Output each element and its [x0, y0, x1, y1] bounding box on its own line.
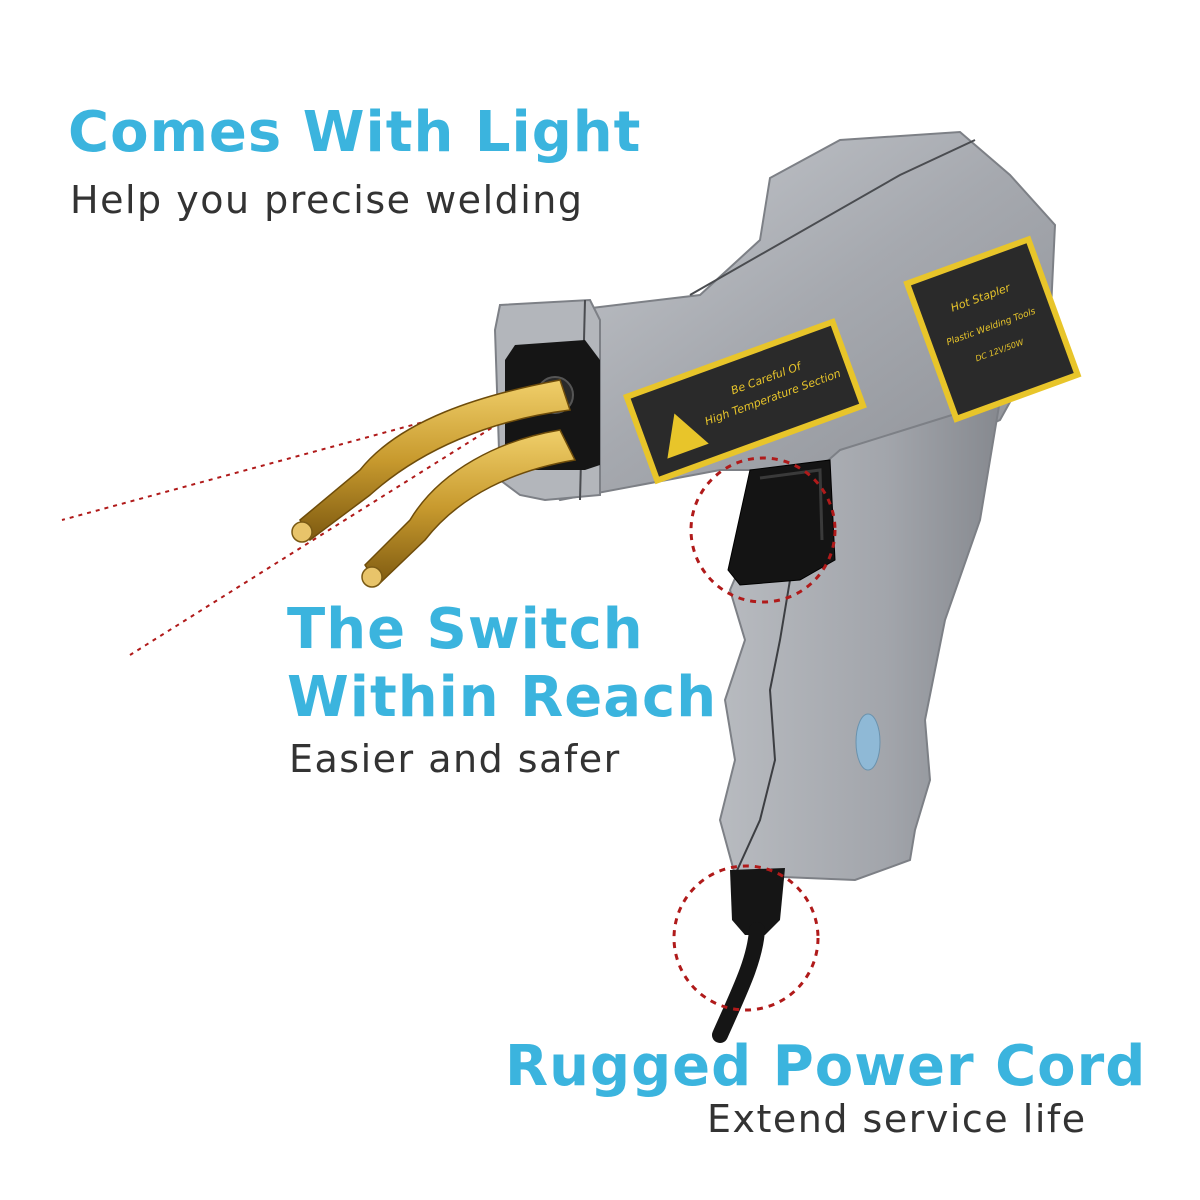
light-feature-title: Comes With Light	[68, 100, 642, 165]
brass-tips	[291, 379, 577, 588]
switch-feature-title-line2: Within Reach	[287, 665, 718, 730]
switch-callout-circle	[689, 456, 837, 604]
cord-callout-circle	[672, 864, 820, 1012]
light-beam-lines	[61, 384, 561, 656]
light-feature-subtitle: Help you precise welding	[70, 178, 584, 222]
warning-label: Be Careful Of High Temperature Section	[622, 318, 867, 485]
switch-feature-title-line1: The Switch	[287, 597, 644, 662]
cord-feature-subtitle: Extend service life	[707, 1097, 1087, 1141]
cord-feature-title: Rugged Power Cord	[505, 1034, 1147, 1099]
power-cord	[712, 868, 785, 1043]
switch-feature-subtitle: Easier and safer	[289, 737, 621, 781]
callout-circles	[672, 456, 837, 1012]
trigger-switch	[727, 459, 836, 586]
brand-label: Hot Stapler Plastic Welding Tools DC 12V…	[903, 235, 1082, 423]
